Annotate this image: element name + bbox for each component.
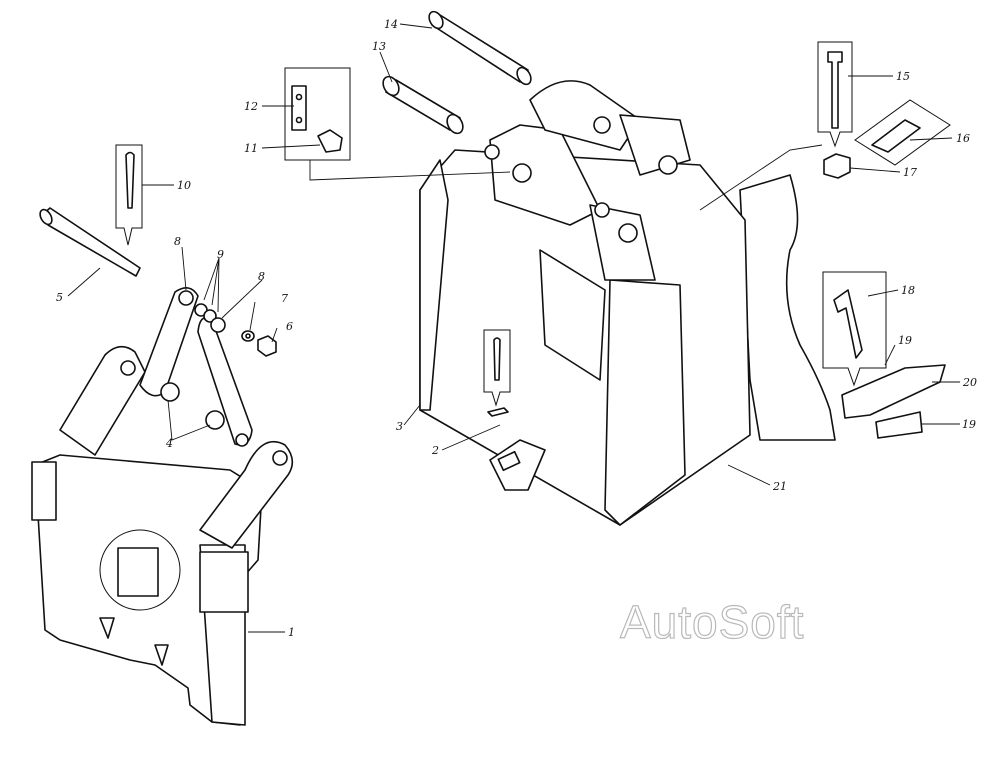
key-inset-part-18 <box>822 271 887 387</box>
callout-18: 18 <box>901 284 915 297</box>
callout-13: 13 <box>372 40 386 53</box>
shim-part-19 <box>875 411 923 439</box>
pin-part-5 <box>39 207 141 277</box>
callout-10: 10 <box>177 179 191 192</box>
nut-part-17 <box>823 153 851 179</box>
callout-8-left: 8 <box>174 235 181 248</box>
wedge-part-20 <box>841 364 946 419</box>
callout-7: 7 <box>281 292 288 305</box>
callout-21: 21 <box>772 480 787 493</box>
callout-8-right: 8 <box>258 270 265 283</box>
callout-11: 11 <box>244 142 258 155</box>
bolt-inset-part-15 <box>817 41 853 148</box>
callout-leaders <box>67 23 960 633</box>
main-housing-part-21 <box>419 80 836 526</box>
pin-part-13 <box>382 75 464 135</box>
washer-part-7 <box>241 330 255 342</box>
pin-inset-part-2-3 <box>483 329 511 417</box>
bolt-part-11 <box>317 129 343 153</box>
callout-3: 3 <box>396 420 403 433</box>
callout-5: 5 <box>56 291 63 304</box>
plate-inset-part-12 <box>284 67 351 161</box>
link-arms-part-8 <box>139 287 253 447</box>
callout-labels: 1 2 3 4 5 6 7 8 8 9 10 11 12 13 14 15 16… <box>56 18 977 639</box>
hitch-frame-part-1 <box>31 345 294 726</box>
callout-12: 12 <box>244 100 258 113</box>
leader-plate-to-housing <box>309 160 511 181</box>
callout-4: 4 <box>165 437 173 450</box>
callout-16: 16 <box>956 132 970 145</box>
callout-9: 9 <box>217 248 224 261</box>
callout-15: 15 <box>896 70 910 83</box>
callout-20: 20 <box>962 376 977 389</box>
callout-19-top: 19 <box>898 334 912 347</box>
callout-17: 17 <box>903 166 917 179</box>
callout-2: 2 <box>431 444 439 457</box>
watermark: AutoSoft <box>620 596 804 648</box>
callout-19-bottom: 19 <box>962 418 976 431</box>
pin-part-14 <box>428 10 532 86</box>
callout-1: 1 <box>288 626 295 639</box>
cotter-pin-inset-part-10 <box>115 144 143 246</box>
nut-part-6 <box>257 335 277 357</box>
callout-14: 14 <box>384 18 398 31</box>
lock-plate-part-16 <box>854 99 951 166</box>
callout-6: 6 <box>286 320 293 333</box>
leader-bolt-to-housing <box>699 144 823 211</box>
